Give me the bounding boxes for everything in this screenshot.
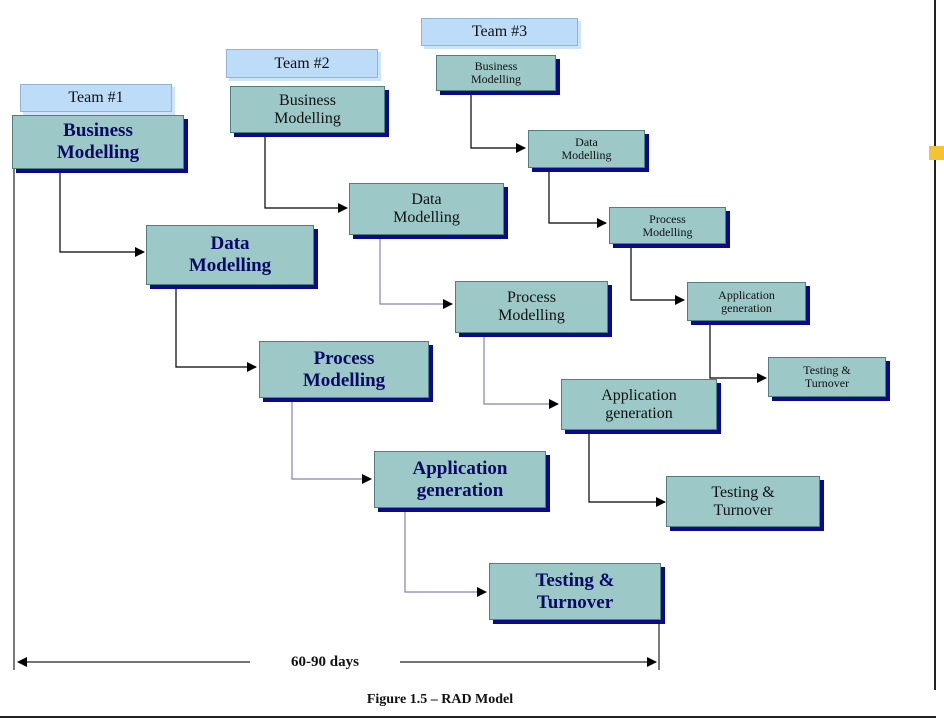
t2-connector-3 xyxy=(483,333,559,409)
t3-connector-4 xyxy=(709,321,767,383)
t2-connector-1 xyxy=(264,133,348,213)
t2-testing-turnover-box: Testing & Turnover xyxy=(666,476,820,527)
t3-connector-3 xyxy=(630,244,685,305)
frame-right-border xyxy=(934,0,936,690)
figure-caption: Figure 1.5 – RAD Model xyxy=(366,692,514,707)
t1-connector-2 xyxy=(175,288,257,372)
t2-connector-4 xyxy=(588,430,666,507)
t1-connector-3 xyxy=(291,400,372,484)
team-1-label: Team #1 xyxy=(20,84,172,112)
t3-process-modelling-box: Process Modelling xyxy=(609,207,726,244)
t3-connector-2 xyxy=(548,168,607,228)
t2-data-modelling-box: Data Modelling xyxy=(349,183,504,235)
duration-label: 60-90 days xyxy=(250,654,400,671)
t1-business-modelling-box: Business Modelling xyxy=(12,115,184,169)
t3-testing-turnover-box: Testing & Turnover xyxy=(768,357,886,397)
t3-connector-1 xyxy=(470,91,526,153)
team-2-label: Team #2 xyxy=(226,49,378,78)
t3-application-generation-box: Application generation xyxy=(687,282,806,321)
t1-connector-1 xyxy=(59,173,145,257)
t1-process-modelling-box: Process Modelling xyxy=(259,341,429,398)
t2-process-modelling-box: Process Modelling xyxy=(455,281,608,333)
t3-business-modelling-box: Business Modelling xyxy=(436,55,556,91)
t1-application-generation-box: Application generation xyxy=(374,451,546,508)
t2-connector-2 xyxy=(379,235,453,309)
frame-bottom-border xyxy=(0,716,936,718)
t2-business-modelling-box: Business Modelling xyxy=(230,86,385,133)
slide-bullet-marker xyxy=(929,146,944,160)
t1-testing-turnover-box: Testing & Turnover xyxy=(489,563,661,620)
t1-data-modelling-box: Data Modelling xyxy=(146,225,314,285)
t1-connector-4 xyxy=(404,512,487,597)
team-3-label: Team #3 xyxy=(421,18,578,46)
t3-data-modelling-box: Data Modelling xyxy=(528,130,645,168)
t2-application-generation-box: Application generation xyxy=(561,379,717,430)
